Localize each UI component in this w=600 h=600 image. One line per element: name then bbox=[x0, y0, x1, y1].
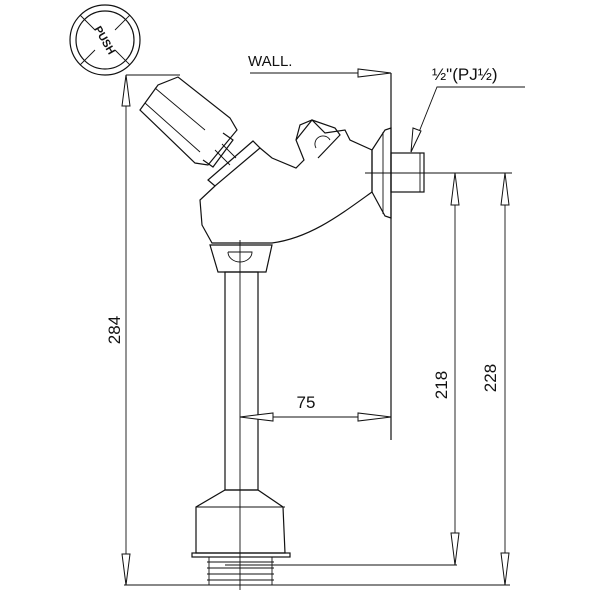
thread-leader bbox=[410, 86, 525, 153]
thread-leader-arrow bbox=[410, 127, 422, 153]
dimension-228-label: 228 bbox=[481, 364, 500, 392]
dimension-218-label: 218 bbox=[432, 371, 451, 399]
valve-body bbox=[139, 76, 512, 590]
thread-label: ½"(PJ½) bbox=[432, 65, 498, 84]
wall-arrow-head bbox=[357, 68, 392, 78]
dimension-228: 228 bbox=[481, 172, 510, 586]
push-button-detail: PUSH bbox=[69, 4, 141, 76]
dimension-284: 284 bbox=[105, 74, 180, 586]
dimension-218: 218 bbox=[432, 172, 460, 566]
dimension-284-label: 284 bbox=[105, 316, 124, 344]
wall-label: WALL. bbox=[248, 53, 292, 70]
dimension-75-label: 75 bbox=[297, 393, 316, 412]
push-label: PUSH bbox=[91, 24, 117, 57]
dimension-75: 75 bbox=[239, 393, 392, 422]
